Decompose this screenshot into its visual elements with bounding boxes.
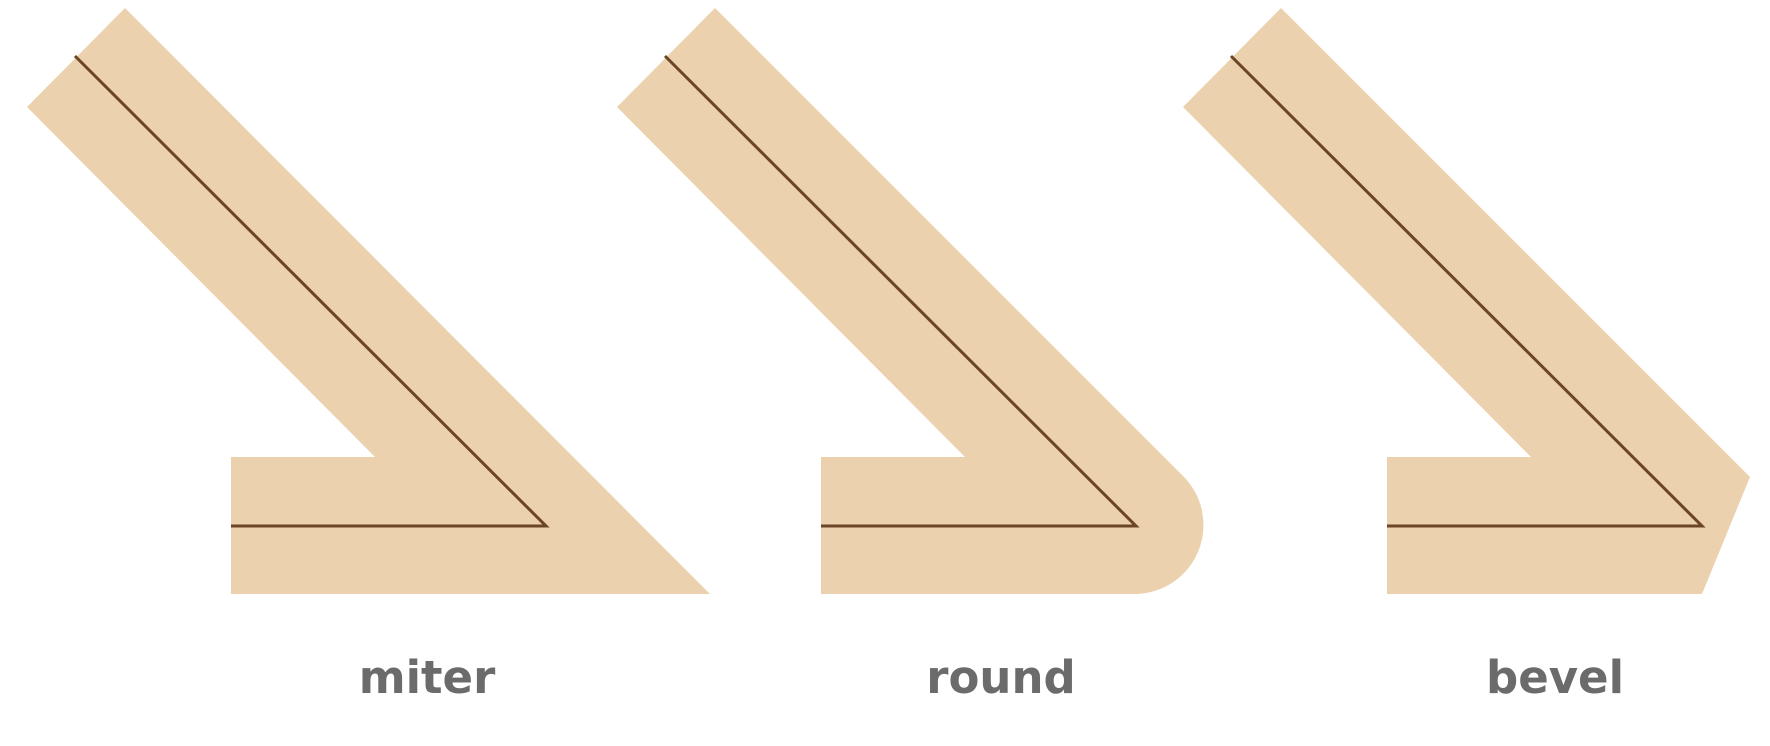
miter-join-wide-stroke [27, 8, 710, 594]
round-join-path-line [663, 54, 1140, 528]
round-join-label: round [926, 651, 1075, 704]
join-example-bevel: bevel [1183, 8, 1750, 704]
join-example-miter: miter [27, 8, 710, 704]
bevel-join-path-line [1229, 54, 1706, 528]
miter-join-label: miter [359, 651, 496, 704]
miter-join-path-line [73, 54, 550, 528]
join-example-round: round [617, 8, 1204, 704]
bevel-join-wide-stroke [1183, 8, 1750, 594]
bevel-join-label: bevel [1486, 651, 1624, 704]
